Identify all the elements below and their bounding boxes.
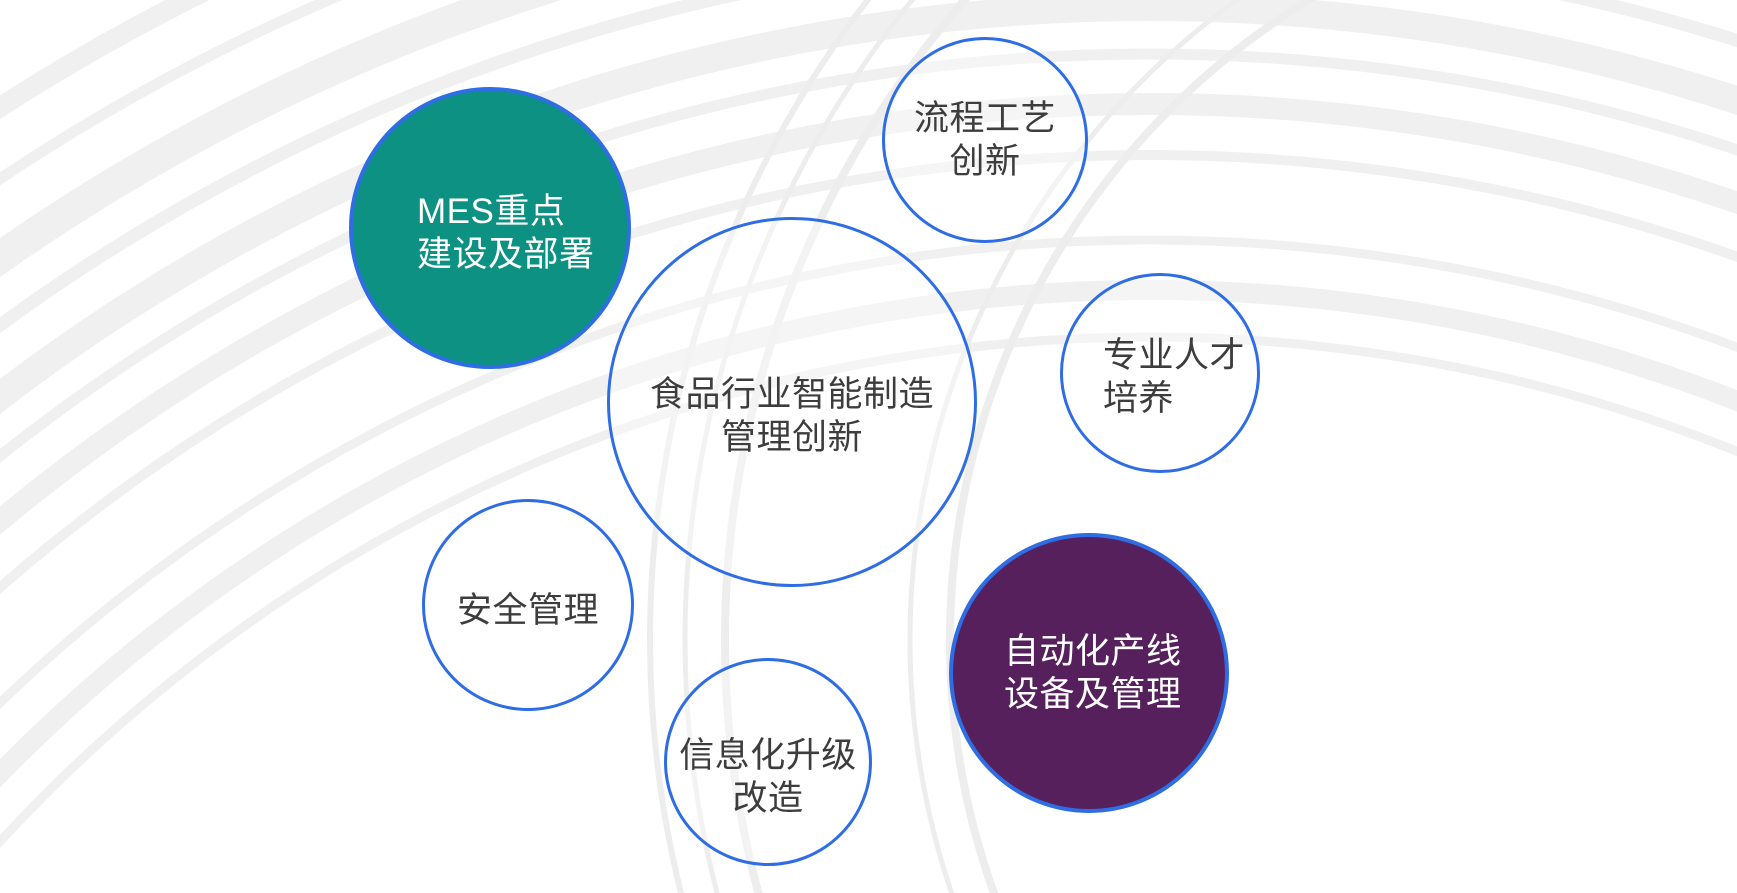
node-talent-training-line1: 专业人才 [1103,336,1246,375]
node-talent-training-label: 专业人才 培养 [1063,334,1257,420]
node-mes-line1: MES重点 [417,192,566,231]
node-it-upgrade: 信息化升级 改造 [664,658,872,866]
node-smart-manufacturing: 食品行业智能制造 管理创新 [607,217,977,587]
node-automation-line: 自动化产线 设备及管理 [949,533,1229,813]
node-talent-training: 专业人才 培养 [1060,273,1260,473]
node-automation-line-line2: 设备及管理 [1004,675,1182,714]
node-process-innovation: 流程工艺 创新 [882,37,1088,243]
node-smart-manufacturing-line1: 食品行业智能制造 [649,375,934,414]
node-mes-label: MES重点 建设及部署 [353,190,627,276]
node-mes: MES重点 建设及部署 [349,87,631,369]
node-safety-management: 安全管理 [422,499,634,711]
node-it-upgrade-label: 信息化升级 改造 [667,734,869,820]
node-safety-management-label: 安全管理 [425,589,631,632]
node-safety-management-line1: 安全管理 [456,590,599,630]
node-automation-line-label: 自动化产线 设备及管理 [953,630,1225,716]
node-process-innovation-label: 流程工艺 创新 [885,97,1085,183]
node-process-innovation-line2: 创新 [949,142,1021,181]
node-process-innovation-line1: 流程工艺 [913,99,1056,138]
node-automation-line-line1: 自动化产线 [1004,632,1182,671]
node-it-upgrade-line2: 改造 [732,779,804,818]
node-smart-manufacturing-label: 食品行业智能制造 管理创新 [610,373,974,459]
node-mes-line2: 建设及部署 [417,235,595,274]
node-talent-training-line2: 培养 [1103,379,1175,418]
node-smart-manufacturing-line2: 管理创新 [720,418,863,457]
node-it-upgrade-line1: 信息化升级 [679,736,857,775]
